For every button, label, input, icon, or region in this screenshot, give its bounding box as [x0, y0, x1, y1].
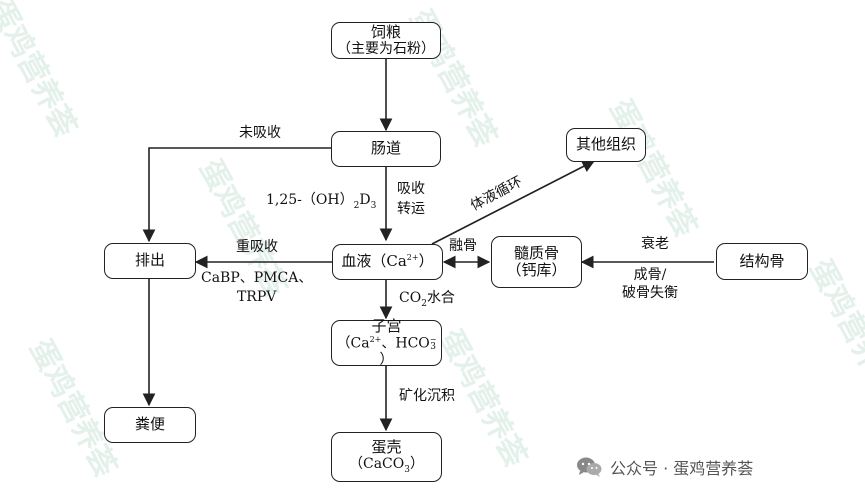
node-excrete-label: 排出: [134, 251, 165, 270]
node-other-tissue-label: 其他组织: [575, 135, 636, 154]
node-medullary-line1: 髓质骨: [513, 243, 559, 262]
node-intestine-label: 肠道: [370, 139, 401, 158]
node-eggshell: 蛋壳 （CaCO3）: [331, 432, 442, 482]
footer-text: 公众号 · 蛋鸡营养荟: [610, 459, 754, 478]
node-feed: 饲粮 （主要为石粉）: [331, 22, 441, 59]
node-excrete: 排出: [104, 243, 196, 279]
node-feed-line2: （主要为石粉）: [337, 41, 435, 58]
node-intestine: 肠道: [331, 131, 441, 167]
node-other-tissue: 其他组织: [566, 128, 646, 162]
node-feces: 粪便: [104, 407, 196, 443]
label-not-absorbed: 未吸收: [239, 125, 281, 141]
node-eggshell-line2: （CaCO3）: [349, 456, 424, 475]
label-transporters: CaBP、PMCA、 TRPV: [201, 270, 313, 305]
node-uterus: 子宫 （Ca2+、HCO−3）: [331, 316, 442, 368]
node-blood: 血液（Ca2+）: [332, 244, 443, 280]
label-vitamin-d: 1,25-（OH）2D3: [266, 192, 377, 211]
node-eggshell-line1: 蛋壳: [371, 437, 402, 456]
label-reabsorb: 重吸收: [236, 239, 278, 255]
node-structural-label: 结构骨: [739, 251, 785, 270]
node-feces-label: 粪便: [134, 415, 165, 434]
label-osteo-imbalance: 成骨/ 破骨失衡: [622, 267, 678, 302]
node-medullary-bone: 髓质骨 （钙库）: [491, 236, 582, 288]
wechat-icon: [576, 456, 602, 478]
node-uterus-line2: （Ca2+、HCO−3）: [336, 335, 437, 368]
arrow-blood-to-other-tissue: [431, 160, 596, 245]
node-feed-line1: 饲粮: [370, 22, 401, 41]
node-uterus-line1: 子宫: [371, 316, 402, 335]
label-bone-melting: 融骨: [449, 238, 477, 254]
wechat-footer: 公众号 · 蛋鸡营养荟: [576, 452, 753, 482]
node-structural-bone: 结构骨: [716, 243, 808, 280]
label-absorb-transport: 吸收 转运: [397, 181, 425, 217]
node-blood-label: 血液（Ca2+）: [341, 252, 434, 271]
node-medullary-line2: （钙库）: [506, 261, 567, 279]
label-mineral-deposition: 矿化沉积: [399, 388, 455, 404]
label-aging: 衰老: [641, 236, 669, 252]
arrow-not-absorbed: [142, 147, 332, 243]
label-co2-hydration: CO2水合: [399, 290, 455, 309]
